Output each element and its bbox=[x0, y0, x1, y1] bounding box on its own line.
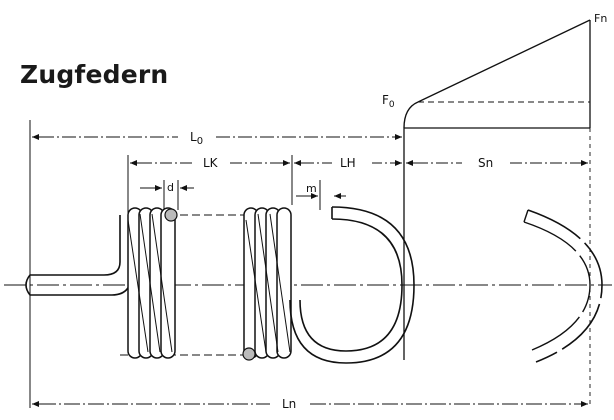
sn-label: Sn bbox=[478, 156, 493, 170]
dimension-d: d bbox=[140, 180, 194, 210]
hook-inner bbox=[299, 218, 403, 352]
extended-arc-outer bbox=[527, 209, 603, 363]
dimension-l0: L0 bbox=[29, 120, 402, 408]
extended-hook-arc bbox=[523, 209, 603, 363]
fn-label: Fn bbox=[594, 12, 607, 25]
coil-left-diag-3 bbox=[151, 213, 173, 353]
lk-label: LK bbox=[203, 156, 219, 170]
extended-arc-inner bbox=[523, 221, 591, 351]
f0-label: F0 bbox=[382, 93, 395, 110]
lh-label: LH bbox=[340, 156, 356, 170]
coil-left-4 bbox=[160, 207, 176, 359]
ln-label: Ln bbox=[282, 397, 296, 411]
coil-left-diag-2 bbox=[139, 213, 161, 353]
coil-right-4 bbox=[276, 207, 292, 359]
left-loop-outer bbox=[30, 215, 121, 276]
hook-outer bbox=[289, 206, 415, 364]
coil-right-diag-1 bbox=[245, 219, 267, 353]
m-label: m bbox=[306, 182, 317, 195]
coil-right-diag-3 bbox=[269, 213, 291, 353]
coil-pack-right bbox=[180, 207, 292, 361]
left-end-loop bbox=[25, 215, 133, 296]
wire-section-top bbox=[164, 208, 178, 222]
dimension-m: m bbox=[296, 180, 346, 210]
coil-right-diag-2 bbox=[257, 213, 279, 353]
coil-left-diag-1 bbox=[127, 219, 149, 353]
f0-curve bbox=[403, 101, 419, 129]
dimension-ln: Ln bbox=[32, 397, 588, 411]
dimension-row-upper: LK LH Sn bbox=[127, 155, 588, 215]
d-label: d bbox=[167, 181, 174, 194]
left-loop-inner bbox=[30, 215, 133, 296]
coil-pack-left bbox=[120, 207, 180, 359]
extended-arc-tip bbox=[523, 209, 529, 223]
force-diagram: F0 Fn bbox=[382, 12, 607, 408]
right-hook bbox=[289, 206, 415, 364]
l0-label: L0 bbox=[190, 130, 203, 147]
force-slope-line bbox=[417, 19, 591, 103]
d-label-bg bbox=[165, 180, 177, 194]
wire-section-bottom bbox=[242, 347, 256, 361]
page-title: Zugfedern bbox=[20, 60, 169, 89]
left-loop-tip bbox=[25, 274, 31, 296]
